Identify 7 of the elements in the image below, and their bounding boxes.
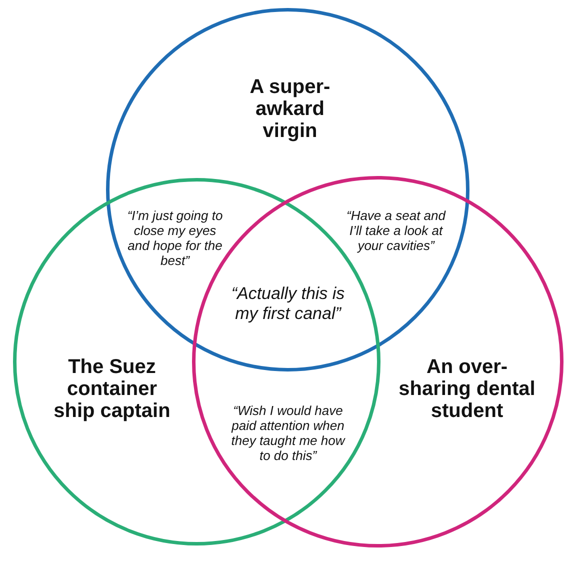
quote-text: “Actually this is my first canal” [230,284,346,324]
set-label: A super-awkard virgin [248,76,332,142]
quote-text: “I’m just going to close my eyes and hope for the best” [126,209,224,269]
quote-text: “Wish I would have paid attention when they taught me how to do this” [230,404,346,464]
set-label: The Suez container ship captain [52,356,172,422]
set-label: An over-sharing dental student [398,356,536,422]
quote-text: “Have a seat and I’ll take a look at your cavities” [345,209,447,254]
